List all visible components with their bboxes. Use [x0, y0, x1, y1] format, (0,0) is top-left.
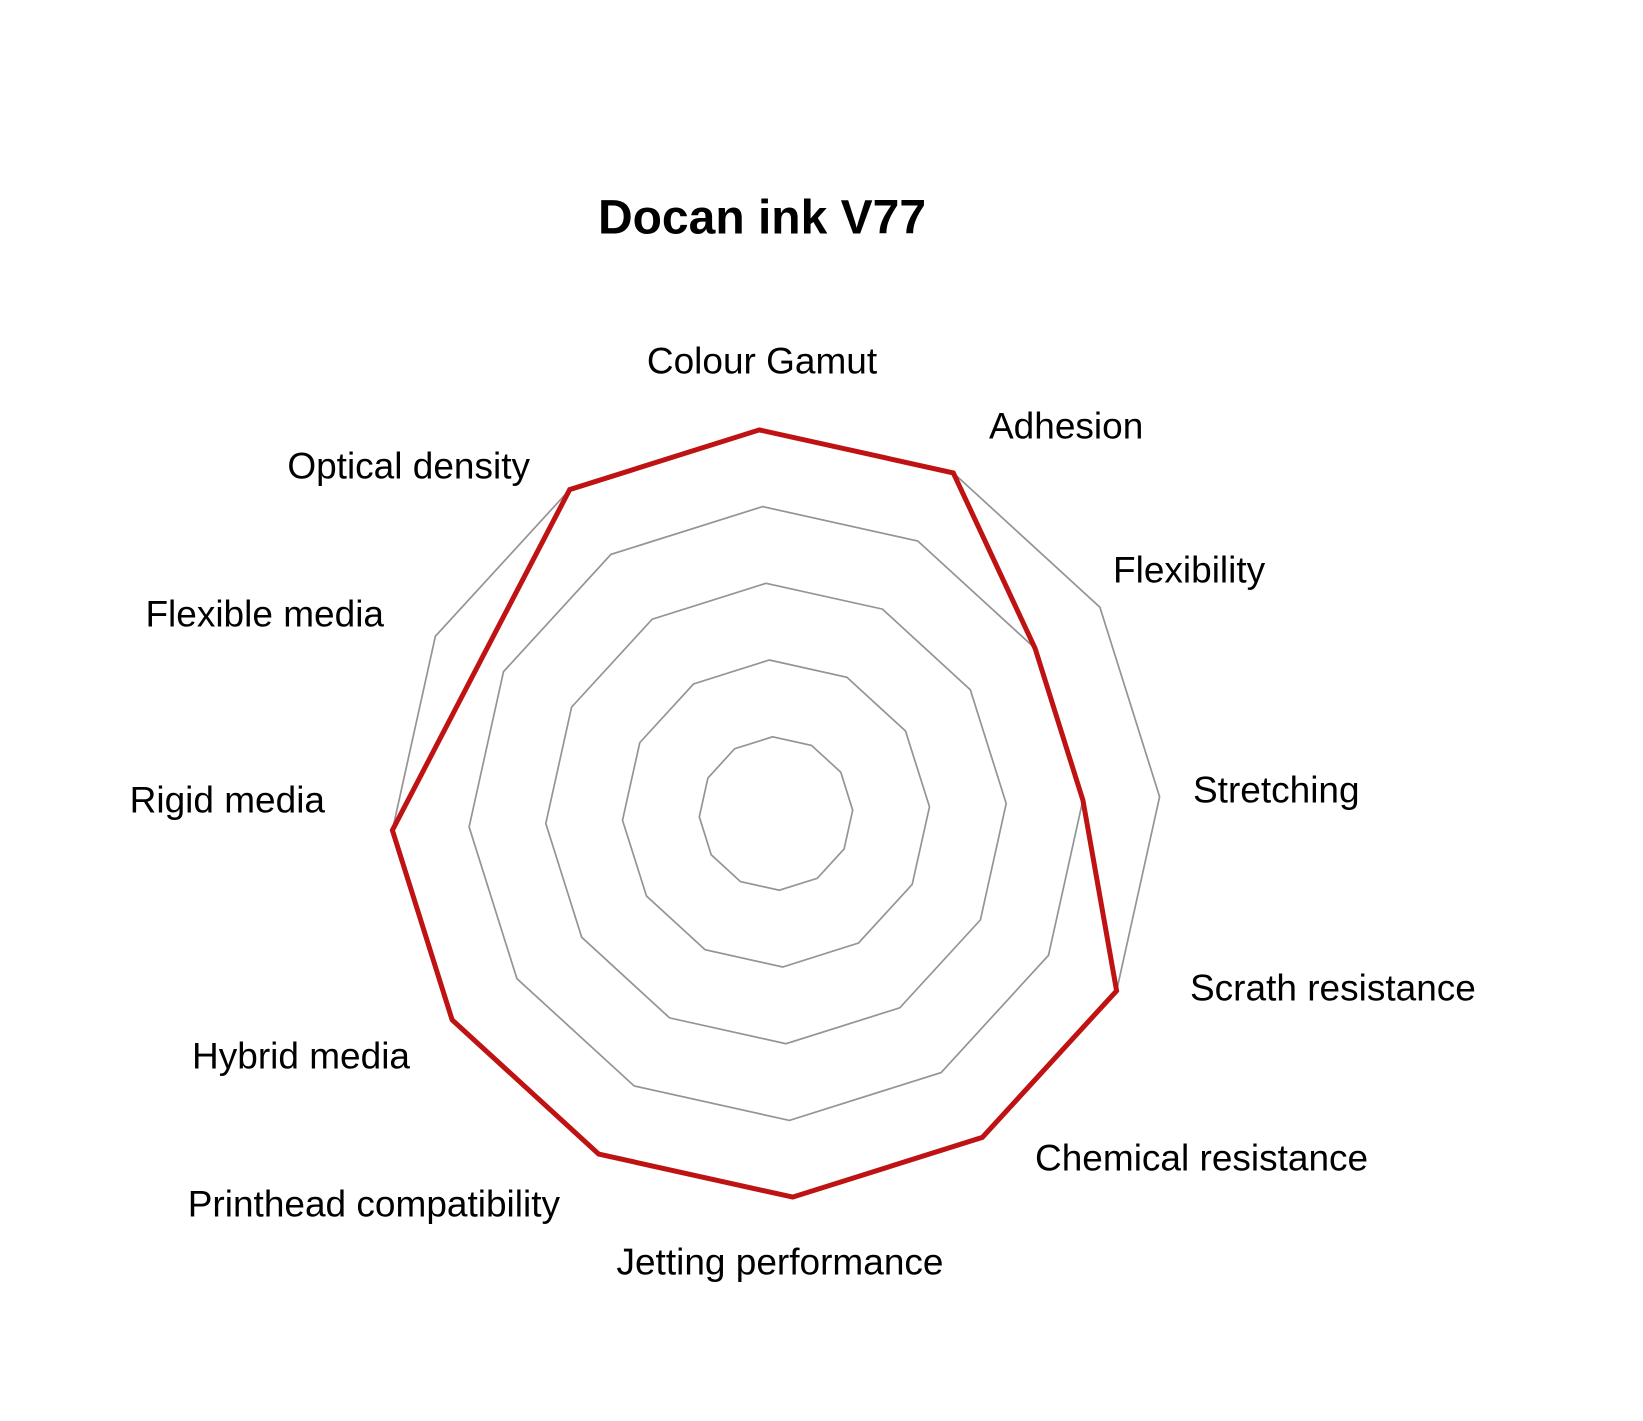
axis-label-optical-density: Optical density [287, 446, 530, 487]
axis-label-stretching: Stretching [1193, 770, 1360, 811]
axis-label-chemical-resistance: Chemical resistance [1035, 1138, 1368, 1179]
axis-label-adhesion: Adhesion [989, 406, 1143, 447]
axis-label-printhead-compatibility: Printhead compatibility [188, 1184, 561, 1225]
axis-label-colour-gamut: Colour Gamut [647, 341, 878, 382]
axis-label-jetting-performance: Jetting performance [616, 1242, 943, 1283]
grid-ring-3 [544, 582, 1008, 1045]
axis-label-flexibility: Flexibility [1113, 550, 1266, 591]
series-docan-ink-v77 [389, 427, 1120, 1200]
grid-ring-1 [698, 735, 854, 892]
axis-labels-group: Colour GamutAdhesionFlexibilityStretchin… [130, 341, 1476, 1283]
axis-label-hybrid-media: Hybrid media [192, 1036, 410, 1077]
axis-label-flexible-media: Flexible media [145, 594, 384, 635]
grid-ring-4 [468, 505, 1084, 1122]
data-series-group [389, 427, 1120, 1200]
axis-label-scrath-resistance: Scrath resistance [1190, 968, 1476, 1009]
gridline-rings [391, 429, 1161, 1198]
grid-ring-5 [391, 429, 1161, 1198]
axis-label-rigid-media: Rigid media [130, 780, 326, 821]
chart-title: Docan ink V77 [598, 192, 926, 245]
grid-ring-2 [621, 659, 931, 968]
